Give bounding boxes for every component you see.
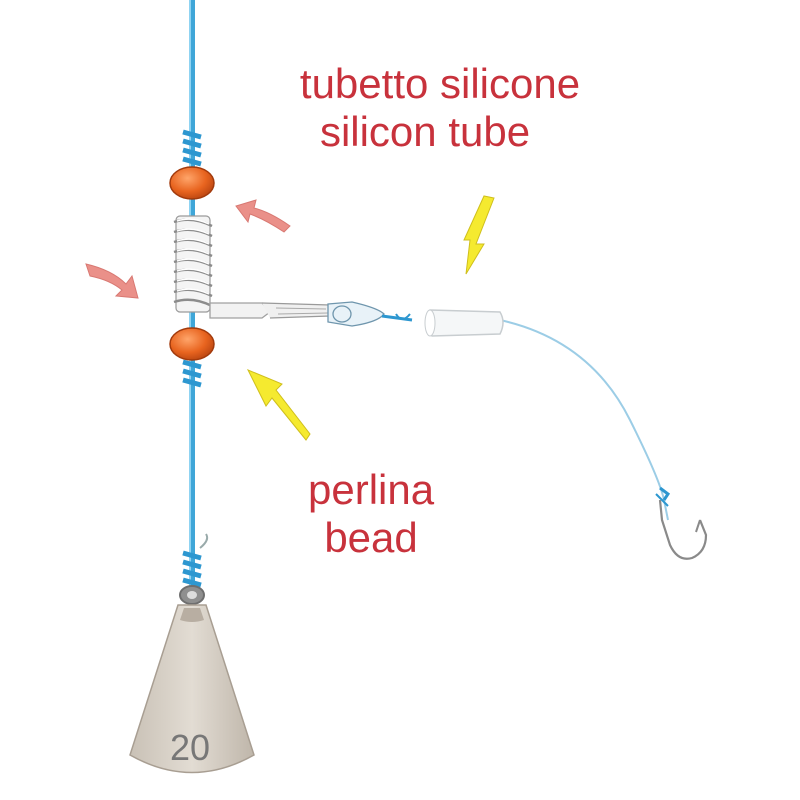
silicon-tube-label-italian: tubetto silicone: [299, 60, 581, 107]
rotation-arrow-icon: [235, 199, 291, 233]
bead-label: perlina bead: [308, 466, 434, 562]
silicon-tube-label: tubetto silicone silicon tube: [0, 60, 800, 156]
bead-label-italian: perlina: [308, 466, 435, 513]
line-wrap-upper: [182, 129, 202, 167]
line-wrap-lower: [182, 359, 202, 388]
silicon-tube-icon: [424, 309, 504, 337]
sinker-weight-number: 20: [169, 727, 211, 768]
bead-icon: [169, 166, 215, 200]
line-wrap-sinker: [182, 550, 202, 588]
hook-icon: [655, 486, 708, 560]
rotation-arrow-icon: [85, 263, 139, 299]
pointer-arrow-icon: [246, 369, 311, 441]
bead-label-english: bead: [324, 514, 418, 561]
pointer-arrow-icon: [463, 195, 495, 275]
bead-icon: [169, 327, 215, 361]
sinker-icon: [129, 585, 255, 774]
knot-tag: [199, 533, 209, 549]
swivel-spring-icon: [173, 215, 385, 327]
silicon-tube-label-english: silicon tube: [319, 108, 531, 155]
